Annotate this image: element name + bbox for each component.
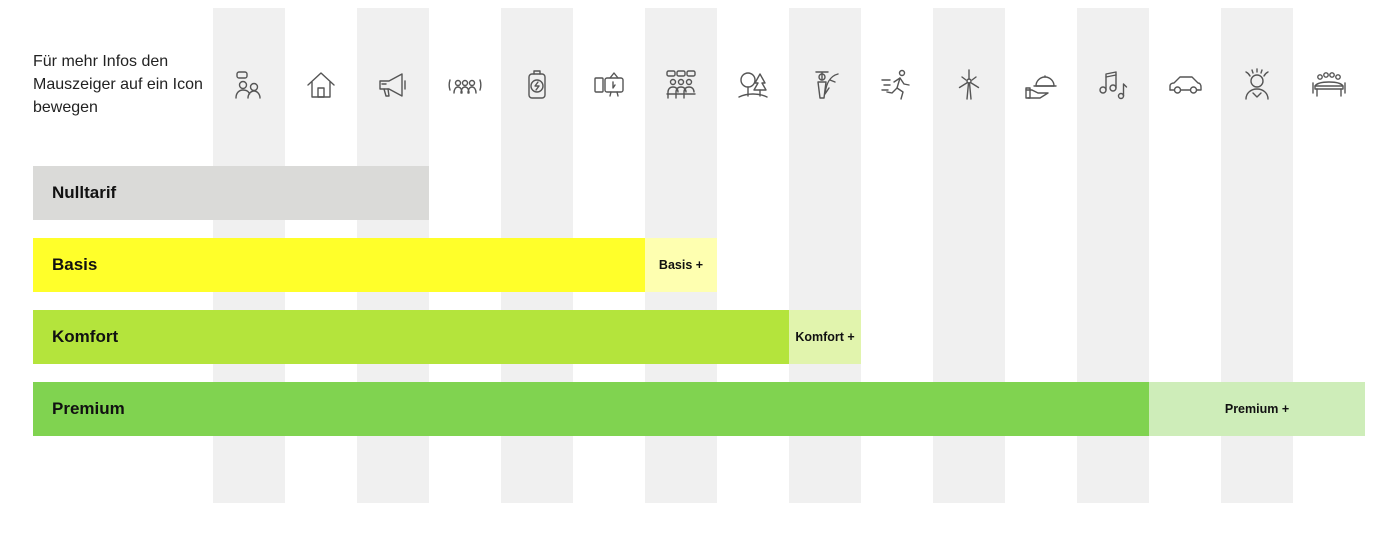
running-icon[interactable] [861,66,933,104]
devices-tv-icon[interactable] [573,66,645,104]
meeting-group-icon[interactable] [645,66,717,104]
wind-turbine-icon[interactable] [933,66,1005,104]
tariff-plus-label: Premium + [1224,402,1290,416]
tariff-name: Nulltarif [52,183,117,202]
tariff-plus-basis[interactable]: Basis + [645,238,717,292]
car-icon[interactable] [1149,66,1221,104]
trees-icon[interactable] [717,66,789,104]
tariff-name: Komfort [52,327,119,346]
catering-hand-icon[interactable] [1005,66,1077,104]
tariff-bar-premium[interactable]: Premium [33,382,1149,436]
tariff-bar-komfort[interactable]: Komfort [33,310,789,364]
conference-table-icon[interactable] [1293,66,1365,104]
tariff-bar-basis[interactable]: Basis [33,238,645,292]
home-icon[interactable] [285,66,357,104]
hover-hint-text: Für mehr Infos den Mauszeiger auf ein Ic… [33,53,203,116]
tariff-name: Premium [52,399,125,418]
tariff-bar-nulltarif[interactable]: Nulltarif [33,166,429,220]
people-chat-icon[interactable] [213,66,285,104]
megaphone-icon[interactable] [357,66,429,104]
battery-charge-icon[interactable] [501,66,573,104]
tariff-name: Basis [52,255,98,274]
person-stress-icon[interactable] [1221,66,1293,104]
music-notes-icon[interactable] [1077,66,1149,104]
tariff-plus-label: Komfort + [795,330,855,344]
tariff-plus-komfort[interactable]: Komfort + [789,310,861,364]
tariff-plus-label: Basis + [658,258,704,272]
tariff-plus-premium[interactable]: Premium + [1149,382,1365,436]
culture-writing-icon[interactable] [789,66,861,104]
festival-crowd-icon[interactable] [429,66,501,104]
